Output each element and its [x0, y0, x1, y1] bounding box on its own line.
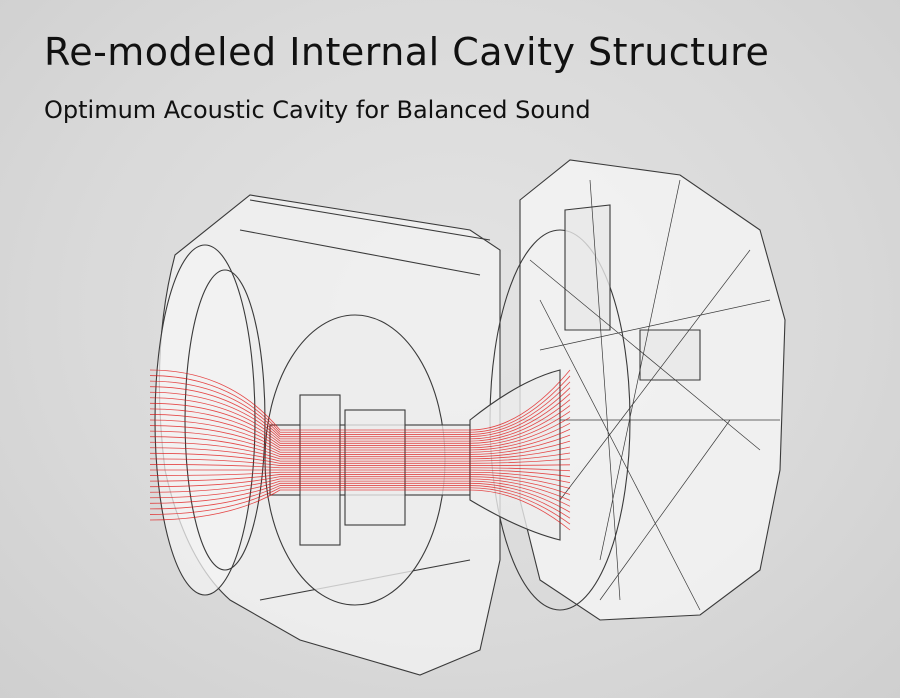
airflow-line: [149, 474, 571, 489]
airflow-line: [149, 478, 571, 501]
airflow-line: [149, 458, 571, 466]
airflow-line: [149, 414, 571, 449]
airflow-line: [149, 397, 571, 442]
airflow-line: [149, 436, 571, 458]
airflow-line: [149, 476, 571, 495]
airflow-line: [149, 386, 571, 438]
airflow-line: [149, 452, 571, 464]
airflow-lines: [149, 369, 571, 531]
airflow-line: [149, 419, 571, 451]
page-title: Re-modeled Internal Cavity Structure: [44, 30, 770, 74]
airflow-line: [149, 408, 571, 446]
airflow-line: [149, 482, 571, 513]
airflow-line: [149, 380, 571, 435]
airflow-line: [150, 469, 571, 478]
airflow-line: [149, 375, 571, 433]
airflow-line: [149, 464, 571, 472]
airflow-line: [149, 447, 571, 462]
airflow-line: [149, 441, 571, 460]
airflow-line: [149, 402, 571, 444]
driver-housing: [489, 159, 786, 621]
airflow-line: [149, 430, 571, 455]
airflow-line: [149, 391, 571, 440]
airflow-line: [149, 425, 571, 453]
inner-tube: [264, 314, 561, 606]
airflow-line: [149, 489, 571, 531]
airflow-line: [149, 480, 571, 507]
airflow-line: [149, 471, 571, 483]
airflow-line: [149, 487, 571, 525]
airflow-line: [149, 369, 571, 431]
page-subtitle: Optimum Acoustic Cavity for Balanced Sou…: [44, 96, 591, 124]
airflow-line: [149, 485, 571, 519]
